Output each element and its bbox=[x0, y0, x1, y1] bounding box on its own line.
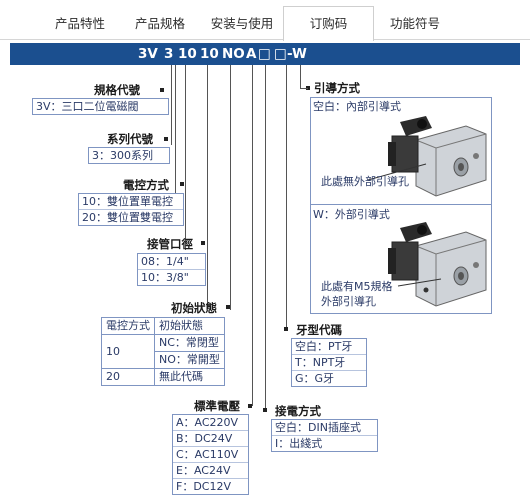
code-pilot: -W bbox=[287, 46, 307, 62]
pilot-internal-arrow bbox=[367, 163, 427, 181]
pilot-external-label: W：外部引導式 bbox=[313, 208, 390, 221]
connector-series bbox=[175, 65, 176, 194]
connection-row-blank: 空白：DIN插座式 bbox=[275, 421, 361, 434]
code-spec: 3V bbox=[138, 46, 158, 62]
dot-connection bbox=[263, 408, 267, 412]
dot-pilot bbox=[306, 86, 310, 90]
initial-group-label: 10 bbox=[101, 334, 155, 369]
connector-pilot-tick bbox=[300, 88, 308, 89]
tab-features[interactable]: 产品特性 bbox=[54, 16, 105, 31]
voltage-row-c: C：AC110V bbox=[173, 446, 248, 462]
connector-thread bbox=[286, 65, 287, 329]
initial-last-label: 20 bbox=[101, 368, 155, 386]
initial-nc: NC：常閉型 bbox=[154, 334, 225, 352]
control-row-10: 10：雙位置單電控 bbox=[82, 195, 173, 208]
voltage-row-b: B：DC24V bbox=[173, 430, 248, 446]
port-box: 08：1/4" 10：3/8" bbox=[137, 253, 206, 286]
initial-title: 初始狀態 bbox=[171, 301, 217, 315]
voltage-row-f: F：DC12V bbox=[173, 478, 248, 494]
code-connection: □ bbox=[258, 46, 271, 62]
code-control: 10 bbox=[178, 46, 197, 62]
initial-header-state: 初始狀態 bbox=[154, 317, 225, 335]
dot-port bbox=[201, 241, 205, 245]
voltage-row-a: A：AC220V bbox=[176, 416, 239, 429]
order-code-bar: 3V 3 10 10 NO A □ □ -W bbox=[10, 43, 520, 65]
dot-thread bbox=[284, 327, 288, 331]
initial-last-value: 無此代碼 bbox=[154, 368, 225, 386]
connector-control bbox=[185, 65, 186, 250]
series-row: 3：300系列 bbox=[92, 149, 153, 162]
connector-voltage bbox=[252, 65, 253, 406]
dot-initial bbox=[226, 305, 230, 309]
pilot-box: 空白：內部引導式 此處無外部引導孔 W：外部引導式 此處有M5規格 外部引導孔 bbox=[310, 97, 492, 314]
dot-voltage bbox=[248, 404, 252, 408]
valve-external-icon bbox=[388, 222, 487, 307]
pilot-internal-label: 空白：內部引導式 bbox=[313, 100, 401, 113]
dot-spec bbox=[160, 88, 164, 92]
dot-control bbox=[180, 182, 184, 186]
thread-row-pt: 空白：PT牙 bbox=[295, 340, 353, 353]
code-port: 10 bbox=[200, 46, 219, 62]
pilot-external-note-1: 此處有M5規格 bbox=[321, 280, 393, 293]
control-box: 10：雙位置單電控 20：雙位置雙電控 bbox=[78, 193, 184, 226]
tab-divider bbox=[0, 39, 530, 40]
thread-box: 空白：PT牙 T：NPT牙 G：G牙 bbox=[291, 338, 367, 387]
code-series: 3 bbox=[164, 46, 174, 62]
thread-row-npt: T：NPT牙 bbox=[292, 354, 366, 370]
spec-row: 3V：三口二位電磁閥 bbox=[36, 100, 139, 113]
thread-row-g: G：G牙 bbox=[292, 370, 366, 386]
connector-port bbox=[207, 65, 208, 309]
spec-title: 規格代號 bbox=[94, 83, 140, 97]
pilot-internal-note: 此處無外部引導孔 bbox=[321, 175, 409, 188]
connector-initial bbox=[230, 65, 231, 310]
code-initial: NO bbox=[222, 46, 245, 62]
initial-header-control: 電控方式 bbox=[101, 317, 155, 335]
tab-installation[interactable]: 安装与使用 bbox=[210, 16, 274, 31]
voltage-row-e: E：AC24V bbox=[173, 462, 248, 478]
port-row-10: 10：3/8" bbox=[138, 269, 205, 285]
tab-order-code[interactable]: 订购码 bbox=[283, 6, 374, 41]
initial-table: 電控方式 初始狀態 10 NC：常閉型 NO：常開型 20 無此代碼 bbox=[101, 317, 225, 386]
connector-spec bbox=[171, 65, 172, 145]
thread-title: 牙型代碼 bbox=[296, 323, 342, 337]
valve-internal-icon bbox=[388, 116, 487, 197]
voltage-box: A：AC220V B：DC24V C：AC110V E：AC24V F：DC12… bbox=[172, 414, 249, 495]
connector-connection bbox=[265, 65, 266, 409]
spec-box: 3V：三口二位電磁閥 bbox=[32, 98, 169, 115]
connection-title: 接電方式 bbox=[275, 404, 321, 418]
pilot-title: 引導方式 bbox=[314, 81, 360, 95]
series-box: 3：300系列 bbox=[88, 147, 170, 164]
dot-series bbox=[164, 137, 168, 141]
control-row-20: 20：雙位置雙電控 bbox=[79, 209, 183, 225]
initial-no: NO：常開型 bbox=[154, 351, 225, 369]
port-row-08: 08：1/4" bbox=[141, 255, 189, 268]
series-title: 系列代號 bbox=[107, 132, 153, 146]
connection-box: 空白：DIN插座式 I：出綫式 bbox=[271, 419, 378, 452]
code-voltage: A bbox=[246, 46, 257, 62]
pilot-external-arrow bbox=[397, 278, 442, 287]
tab-bar: 产品特性 产品规格 安装与使用 订购码 功能符号 bbox=[0, 0, 530, 44]
tab-function-symbols[interactable]: 功能符号 bbox=[389, 16, 440, 31]
pilot-divider bbox=[311, 204, 491, 205]
tab-specs[interactable]: 产品规格 bbox=[134, 16, 185, 31]
voltage-title: 標準電壓 bbox=[194, 399, 240, 413]
control-title: 電控方式 bbox=[123, 178, 169, 192]
pilot-external-note-2: 外部引導孔 bbox=[321, 295, 376, 308]
code-thread: □ bbox=[274, 46, 287, 62]
connector-pilot bbox=[300, 65, 301, 88]
connection-row-i: I：出綫式 bbox=[272, 435, 377, 451]
port-title: 接管口徑 bbox=[147, 237, 193, 251]
